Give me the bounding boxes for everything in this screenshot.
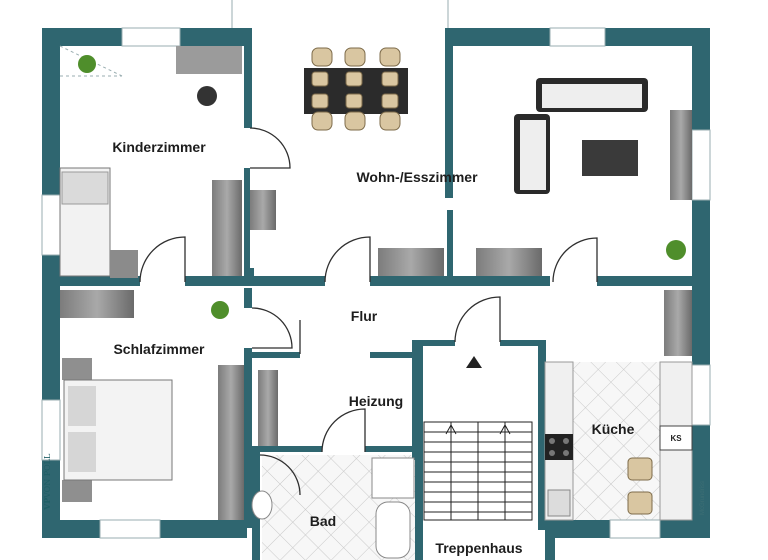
room-label-heizung: Heizung xyxy=(349,393,403,409)
stairs xyxy=(423,421,533,521)
room-label-flur: Flur xyxy=(351,308,378,324)
room-label-schlafzimmer: Schlafzimmer xyxy=(113,341,205,357)
balcony-outline xyxy=(231,0,449,28)
plant-icon xyxy=(78,55,686,319)
cabinets xyxy=(60,190,692,520)
brand-name: VON POLL xyxy=(43,453,52,499)
kinderzimmer-furniture xyxy=(59,45,242,278)
windows xyxy=(41,27,711,539)
room-label-treppenhaus: Treppenhaus xyxy=(435,540,522,556)
room-label-wohn-esszimmer: Wohn-/Esszimmer xyxy=(356,169,478,185)
ks-label: KS xyxy=(670,434,682,443)
credit-label: McGrundriss xyxy=(700,481,706,515)
doors xyxy=(139,127,598,496)
kitchen-counter xyxy=(544,361,693,521)
room-label-bad: Bad xyxy=(310,513,336,529)
bed xyxy=(62,358,173,502)
bad-fixtures xyxy=(251,457,415,559)
room-label-kinderzimmer: Kinderzimmer xyxy=(112,139,206,155)
sofa xyxy=(514,78,692,200)
brand-logo: VP xyxy=(42,498,52,511)
dining-table xyxy=(304,47,408,131)
stair-arrow-icon xyxy=(466,356,482,368)
room-label-kueche: Küche xyxy=(592,421,635,437)
